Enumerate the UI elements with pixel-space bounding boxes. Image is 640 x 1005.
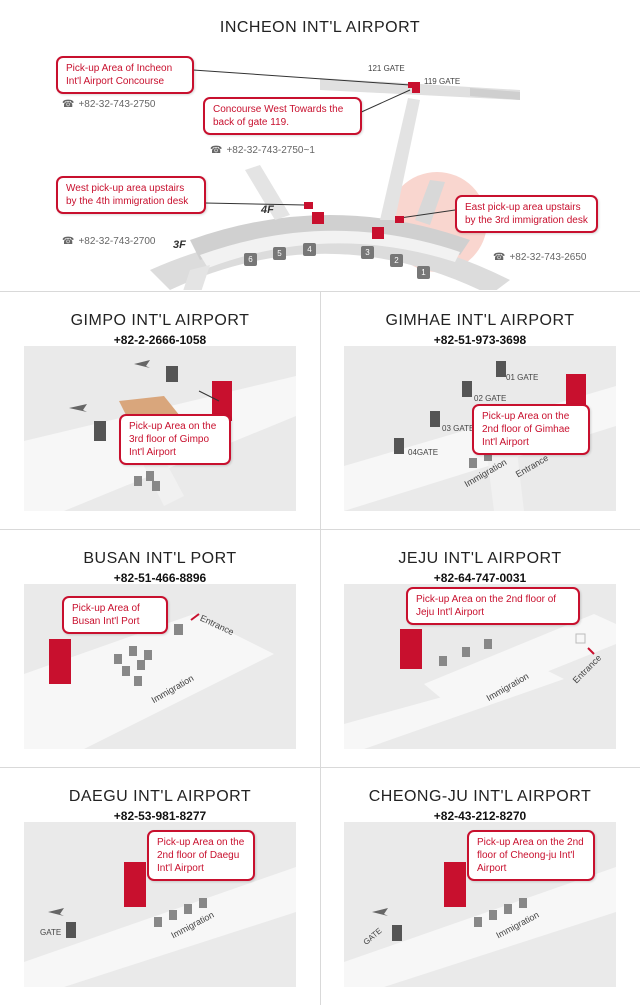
gimhae-map: 01 GATE 02 GATE 03 GATE 04GATE Immigrati… <box>344 346 616 511</box>
daegu-callout: Pick-up Area on the 2nd floor of Daegu I… <box>147 830 255 881</box>
cheongju-callout: Pick-up Area on the 2nd floor of Cheong-… <box>467 830 595 881</box>
gate-number-5: 5 <box>273 247 286 260</box>
gimhae-title: GIMHAE INT'L AIRPORT <box>385 312 575 329</box>
lotte-store-icon <box>49 639 71 684</box>
floor-4f-label: 4F <box>261 204 274 216</box>
phone-west-pickup: ☎+82-32-743-2700 <box>62 236 156 247</box>
callout-east-pickup: East pick-up area upstairs by the 3rd im… <box>455 195 598 233</box>
gimpo-callout: Pick-up Area on the 3rd floor of Gimpo I… <box>119 414 231 465</box>
jeju-map: Immigration Entrance Pick-up Area on the… <box>344 584 616 749</box>
lotte-store-icon <box>566 374 586 410</box>
jeju-section: JEJU INT'L AIRPORT +82-64-747-0031 Immig… <box>320 529 640 767</box>
leader-line-1 <box>192 69 411 86</box>
incheon-map: 121 GATE 119 GATE 4F 3F 6 5 4 3 2 1 Pick… <box>0 40 640 290</box>
gate-number-2: 2 <box>390 254 403 267</box>
phone-concourse: ☎+82-32-743-2750 <box>62 99 156 110</box>
pickup-mark-concourse <box>408 82 420 88</box>
phone-icon: ☎ <box>62 236 75 247</box>
callout-west-pickup: West pick-up area upstairs by the 4th im… <box>56 176 206 214</box>
incheon-title: INCHEON INT'L AIRPORT <box>219 19 421 36</box>
gate-number-3: 3 <box>361 246 374 259</box>
gate-number-1: 1 <box>417 266 430 279</box>
gimhae-phone: +82-51-973-3698 <box>433 333 527 347</box>
gimhae-section: GIMHAE INT'L AIRPORT +82-51-973-3698 01 … <box>320 291 640 529</box>
building-icon <box>392 925 402 941</box>
divider-vertical <box>320 291 321 1005</box>
phone-concourse-west: ☎+82-32-743-2750~1 <box>210 145 315 156</box>
gimpo-phone: +82-2-2666-1058 <box>113 333 207 347</box>
gate-03-label: 03 GATE <box>442 424 475 433</box>
daegu-phone: +82-53-981-8277 <box>113 809 207 823</box>
daegu-map: GATE Immigration Pick-up Area on the 2nd… <box>24 822 296 987</box>
airplane-icon <box>69 404 87 412</box>
jeju-callout: Pick-up Area on the 2nd floor of Jeju In… <box>406 587 580 625</box>
pickup-mark-west <box>304 202 313 209</box>
busan-map: Entrance Immigration Pick-up Area of Bus… <box>24 584 296 749</box>
building-icon <box>462 381 472 397</box>
cheongju-phone: +82-43-212-8270 <box>433 809 527 823</box>
store-icon-east <box>372 227 384 239</box>
busan-title: BUSAN INT'L PORT <box>83 550 237 567</box>
gate-01-label: 01 GATE <box>506 373 539 382</box>
pickup-mark-119 <box>412 88 420 93</box>
gate-02-label: 02 GATE <box>474 394 507 403</box>
lotte-store-icon <box>444 862 466 907</box>
gimhae-callout: Pick-up Area on the 2nd floor of Gimhae … <box>472 404 590 455</box>
daegu-section: DAEGU INT'L AIRPORT +82-53-981-8277 GATE… <box>0 767 320 1005</box>
airplane-icon <box>48 908 64 916</box>
building-icon <box>66 922 76 938</box>
incheon-map-graphic <box>150 69 520 290</box>
gimpo-title: GIMPO INT'L AIRPORT <box>70 312 250 329</box>
building-icon <box>166 366 178 382</box>
building-icon <box>430 411 440 427</box>
store-icon-west <box>312 212 324 224</box>
jeju-phone: +82-64-747-0031 <box>433 571 527 585</box>
gate-119-label: 119 GATE <box>424 77 461 86</box>
pickup-mark-east <box>395 216 404 223</box>
leader-line-4 <box>399 209 456 219</box>
divider <box>0 767 640 768</box>
gimpo-section: GIMPO INT'L AIRPORT +82-2-2666-1058 Pick… <box>0 291 320 529</box>
gate-label: GATE <box>40 928 62 937</box>
lotte-store-icon <box>124 862 146 907</box>
building-icon <box>496 361 506 377</box>
busan-phone: +82-51-466-8896 <box>113 571 207 585</box>
jeju-title: JEJU INT'L AIRPORT <box>398 550 562 567</box>
airplane-icon <box>134 360 150 368</box>
busan-callout: Pick-up Area of Busan Int'l Port <box>62 596 168 634</box>
leader-line-2 <box>356 89 411 115</box>
cheongju-title: CHEONG-JU INT'L AIRPORT <box>368 788 592 805</box>
cheongju-section: CHEONG-JU INT'L AIRPORT +82-43-212-8270 … <box>320 767 640 1005</box>
callout-concourse: Pick-up Area of Incheon Int'l Airport Co… <box>56 56 194 94</box>
gate-number-6: 6 <box>244 253 257 266</box>
gate-121-label: 121 GATE <box>368 64 405 73</box>
arrow-icon <box>587 647 595 655</box>
gimpo-map: Pick-up Area on the 3rd floor of Gimpo I… <box>24 346 296 511</box>
callout-concourse-west: Concourse West Towards the back of gate … <box>203 97 362 135</box>
busan-section: BUSAN INT'L PORT +82-51-466-8896 Entranc… <box>0 529 320 767</box>
airplane-icon <box>372 908 388 916</box>
phone-icon: ☎ <box>493 252 506 263</box>
arrow-icon <box>190 613 200 621</box>
gate-number-4: 4 <box>303 243 316 256</box>
lotte-store-icon <box>400 629 422 669</box>
leader-line-3 <box>204 202 306 206</box>
divider <box>0 529 640 530</box>
connector <box>380 98 420 220</box>
terminal-roof <box>200 230 460 268</box>
terminal-upper <box>190 215 470 260</box>
phone-icon: ☎ <box>210 145 223 156</box>
lotte-store-icon <box>212 381 232 421</box>
phone-icon: ☎ <box>62 99 75 110</box>
floor-3f-label: 3F <box>173 239 186 251</box>
cheongju-map: GATE Immigration Pick-up Area on the 2nd… <box>344 822 616 987</box>
building-icon <box>394 438 404 454</box>
building-icon <box>94 421 106 441</box>
daegu-title: DAEGU INT'L AIRPORT <box>68 788 252 805</box>
gate-04-label: 04GATE <box>408 448 439 457</box>
phone-east-pickup: ☎+82-32-743-2650 <box>493 252 587 263</box>
